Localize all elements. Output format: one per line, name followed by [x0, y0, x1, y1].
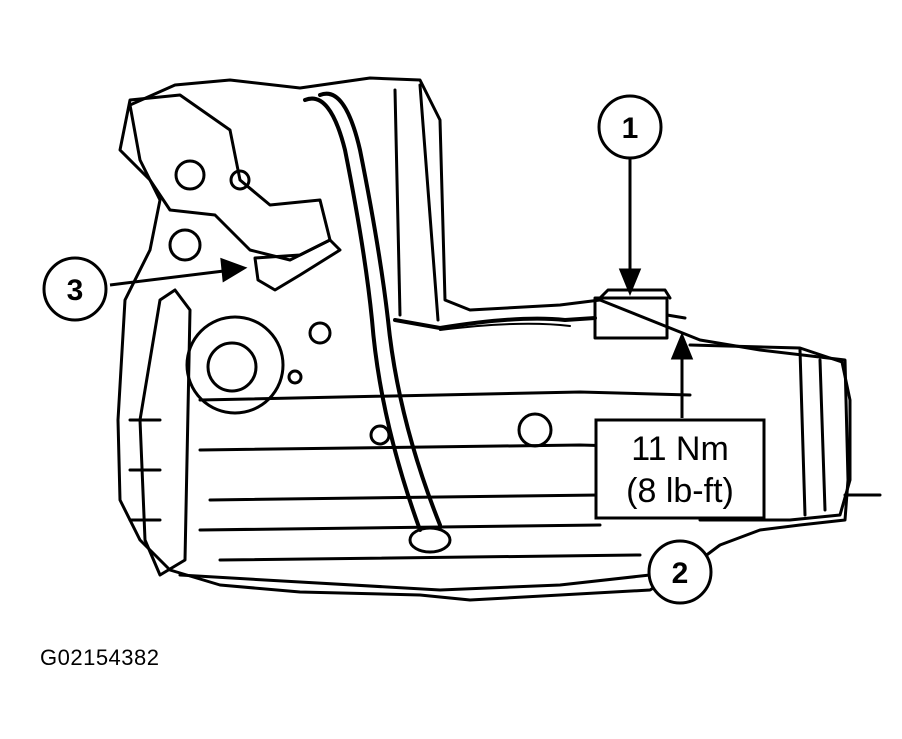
case-plug	[308, 321, 332, 345]
callout-2-circle	[647, 539, 713, 605]
callout-1-label: 1	[622, 112, 639, 145]
callout-1-circle	[597, 94, 663, 160]
bracket-bolt-lower	[168, 228, 202, 262]
leader-arrowhead-2	[670, 332, 694, 360]
fill-tube-edge	[318, 91, 442, 527]
fill-tube-base	[408, 526, 452, 554]
wiring-harness	[393, 316, 597, 330]
bellhousing-detail	[128, 418, 162, 522]
torque-spec-box	[594, 418, 766, 520]
fill-tube	[303, 96, 422, 532]
callout-3-label: 3	[67, 274, 84, 307]
leader-arrowhead-3	[220, 257, 248, 283]
transmission-case-outline	[116, 76, 850, 602]
case-rib-1	[198, 390, 692, 402]
torque-spec-metric: 11 Nm	[631, 430, 729, 468]
callout-2-label: 2	[672, 557, 689, 590]
bracket-clip	[253, 238, 342, 292]
case-rib-5	[218, 553, 642, 562]
torque-spec-imperial: (8 lb-ft)	[626, 472, 734, 510]
callout-3-circle	[42, 256, 108, 322]
case-rib-4	[198, 523, 602, 532]
leader-arrowhead-1	[618, 268, 642, 296]
figure-id: G02154382	[40, 645, 160, 670]
bracket-bolt-upper	[174, 159, 206, 191]
sensor-module-top	[598, 288, 672, 300]
sensor-mount-hole	[287, 369, 303, 385]
case-vertical-left	[393, 88, 402, 317]
bellhousing-left	[138, 288, 192, 577]
range-sensor-outer	[185, 315, 285, 415]
case-vertical-right	[418, 83, 440, 322]
case-port-small	[369, 424, 391, 446]
bracket-hole	[229, 169, 251, 191]
rear-housing	[688, 343, 852, 522]
leader-line-3	[109, 268, 233, 287]
housing-seam	[798, 348, 807, 517]
range-sensor-inner	[206, 341, 258, 393]
housing-seam-2	[818, 358, 827, 512]
sensor-module	[593, 296, 669, 340]
case-port	[517, 412, 553, 448]
case-rib-3	[208, 493, 602, 502]
wiring-harness-2	[439, 322, 571, 331]
sensor-connector	[665, 313, 687, 320]
